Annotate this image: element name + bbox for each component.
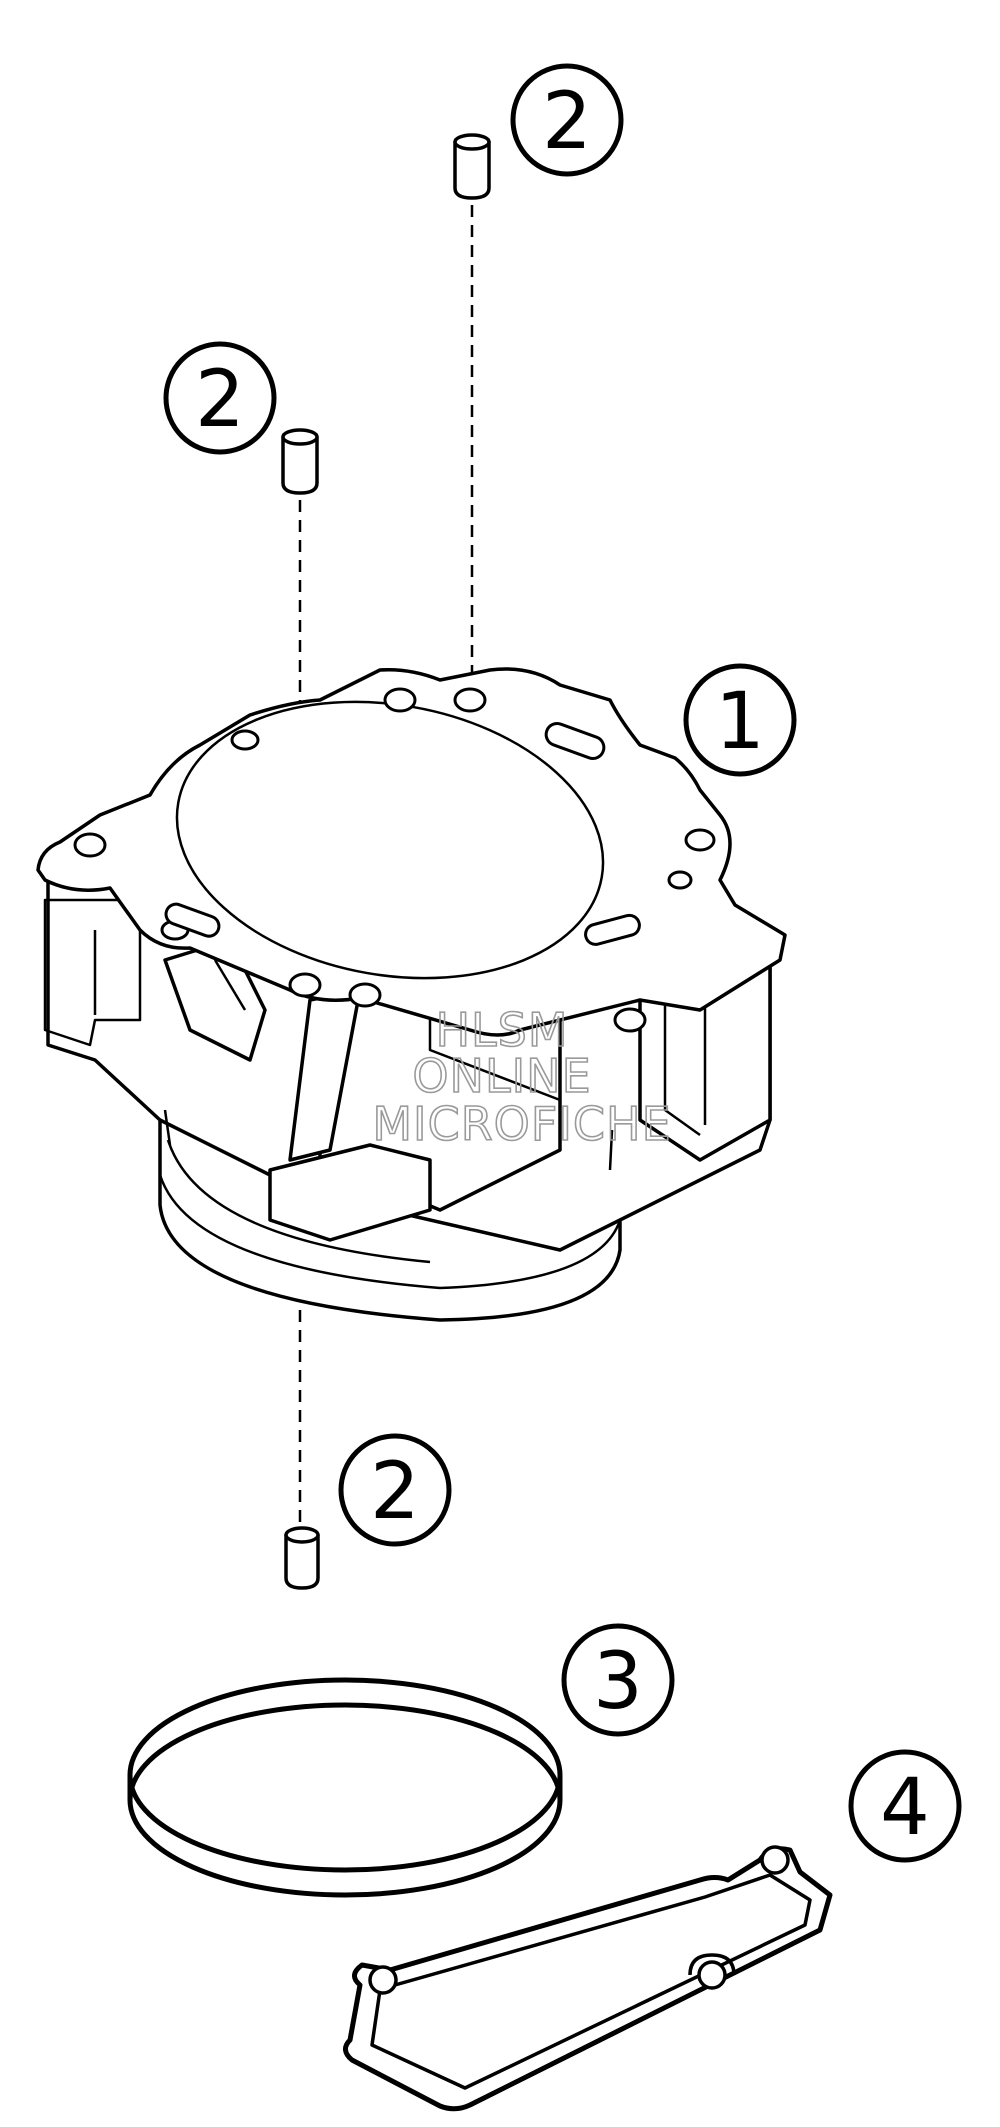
- dowel-pin-bottom[interactable]: [284, 1526, 320, 1590]
- watermark-line-1: HLSM: [435, 1003, 568, 1057]
- callout-2-bottom[interactable]: 2: [338, 1433, 452, 1547]
- watermark-line-3: MICROFICHE: [372, 1097, 671, 1151]
- callout-label: 4: [880, 1763, 930, 1853]
- callout-3-o-ring[interactable]: 3: [561, 1623, 675, 1737]
- dowel-pin-middle[interactable]: [281, 428, 319, 495]
- callout-label: 2: [542, 77, 592, 167]
- callout-label: 3: [593, 1637, 643, 1727]
- dowel-pin-top[interactable]: [453, 133, 491, 200]
- watermark: HLSM ONLINE MICROFICHE: [372, 1002, 672, 1152]
- o-ring-part[interactable]: [127, 1677, 563, 1898]
- watermark-line-2: ONLINE: [412, 1049, 591, 1103]
- gasket-part[interactable]: [343, 1845, 833, 2112]
- callout-label: 2: [195, 355, 245, 445]
- callout-4-gasket[interactable]: 4: [848, 1749, 962, 1863]
- callout-label: 1: [715, 677, 765, 767]
- callout-2-top[interactable]: 2: [510, 63, 624, 177]
- callout-1-cylinder[interactable]: 1: [683, 663, 797, 777]
- callout-label: 2: [370, 1447, 420, 1537]
- cylinder-part[interactable]: [36, 667, 787, 1322]
- callout-2-middle[interactable]: 2: [163, 341, 277, 455]
